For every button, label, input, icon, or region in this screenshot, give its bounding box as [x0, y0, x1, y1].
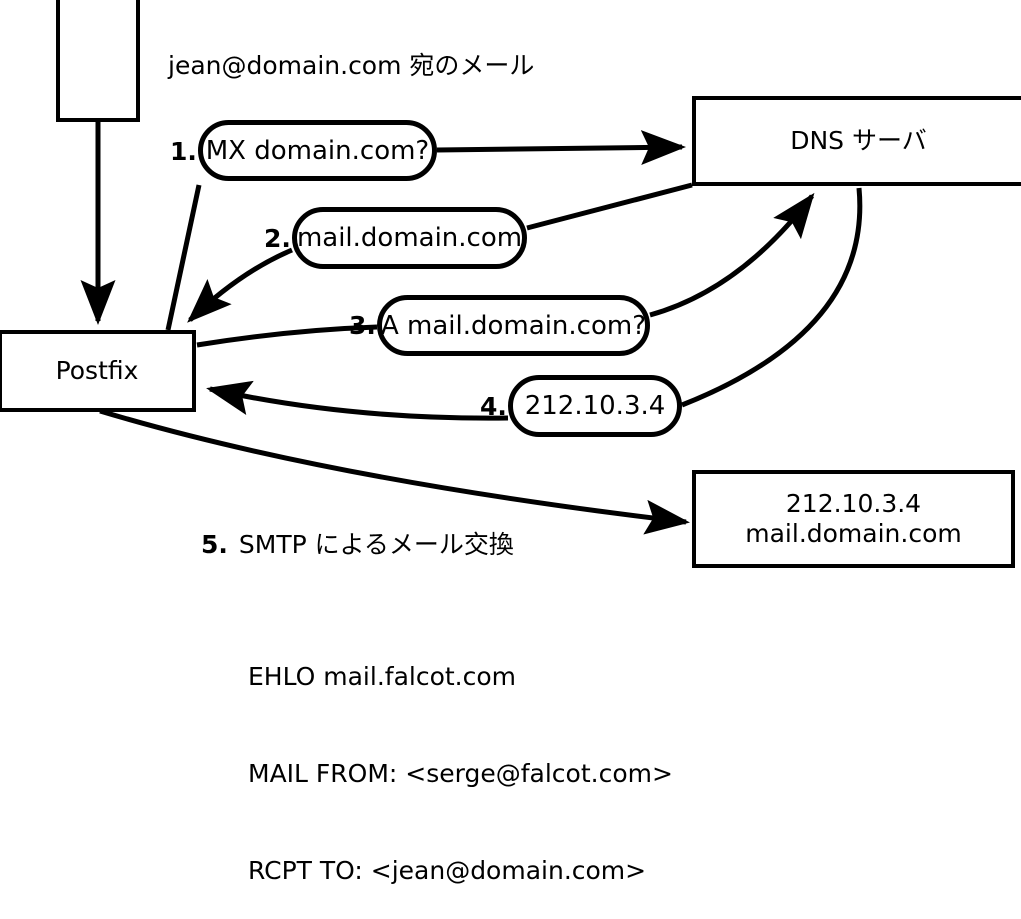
step-5-row: 5. SMTP によるメール交換: [201, 525, 514, 561]
step-4-bubble: 212.10.3.4: [508, 375, 682, 437]
step-2-number: 2.: [264, 224, 291, 253]
arrow-step1-bubble1-to-dns: [436, 130, 686, 166]
postfix-box: Postfix: [0, 330, 196, 412]
mail-destination-note: jean@domain.com 宛のメール: [168, 51, 535, 80]
mail-client-box: [56, 0, 140, 122]
arrow-step4-dns-to-bubble4: [681, 187, 863, 408]
step-4-number: 4.: [480, 392, 507, 421]
step-2-bubble: mail.domain.com: [292, 207, 527, 269]
step-1-bubble-label: MX domain.com?: [205, 135, 430, 166]
step-2-bubble-label: mail.domain.com: [296, 223, 523, 253]
step-1-bubble: MX domain.com?: [198, 120, 437, 181]
arrow-step2-bubble2-to-postfix: [187, 247, 293, 323]
smtp-transcript: EHLO mail.falcot.com MAIL FROM: <serge@f…: [248, 596, 673, 919]
arrow-step3-bubble3-to-dns: [649, 192, 815, 318]
arrow-step2-dns-to-bubble2: [526, 182, 693, 231]
arrow-step5-postfix-to-mailserver: [99, 408, 690, 535]
step-3-bubble: A mail.domain.com?: [377, 295, 650, 356]
step-5-label: SMTP によるメール交換: [238, 530, 514, 559]
transcript-line: EHLO mail.falcot.com: [248, 661, 517, 691]
arrow-step1-postfix-to-bubble1: [165, 184, 202, 331]
transcript-line: MAIL FROM: <serge@falcot.com>: [248, 759, 673, 789]
step-1-number: 1.: [170, 137, 197, 166]
dns-server-box: DNS サーバ: [692, 96, 1021, 186]
dns-server-label: DNS サーバ: [790, 125, 927, 155]
step-4-bubble-label: 212.10.3.4: [524, 391, 666, 421]
step-3-bubble-label: A mail.domain.com?: [381, 310, 646, 341]
remote-mail-server-label: 212.10.3.4 mail.domain.com: [745, 488, 962, 549]
arrow-step3-postfix-to-bubble3: [196, 324, 378, 348]
postfix-label: Postfix: [55, 355, 139, 385]
transcript-line: RCPT TO: <jean@domain.com>: [248, 856, 647, 886]
remote-mail-server-box: 212.10.3.4 mail.domain.com: [692, 470, 1015, 568]
step-5-number: 5.: [201, 530, 228, 559]
step-3-number: 3.: [349, 311, 376, 340]
arrow-step4-bubble4-to-postfix: [206, 380, 509, 421]
